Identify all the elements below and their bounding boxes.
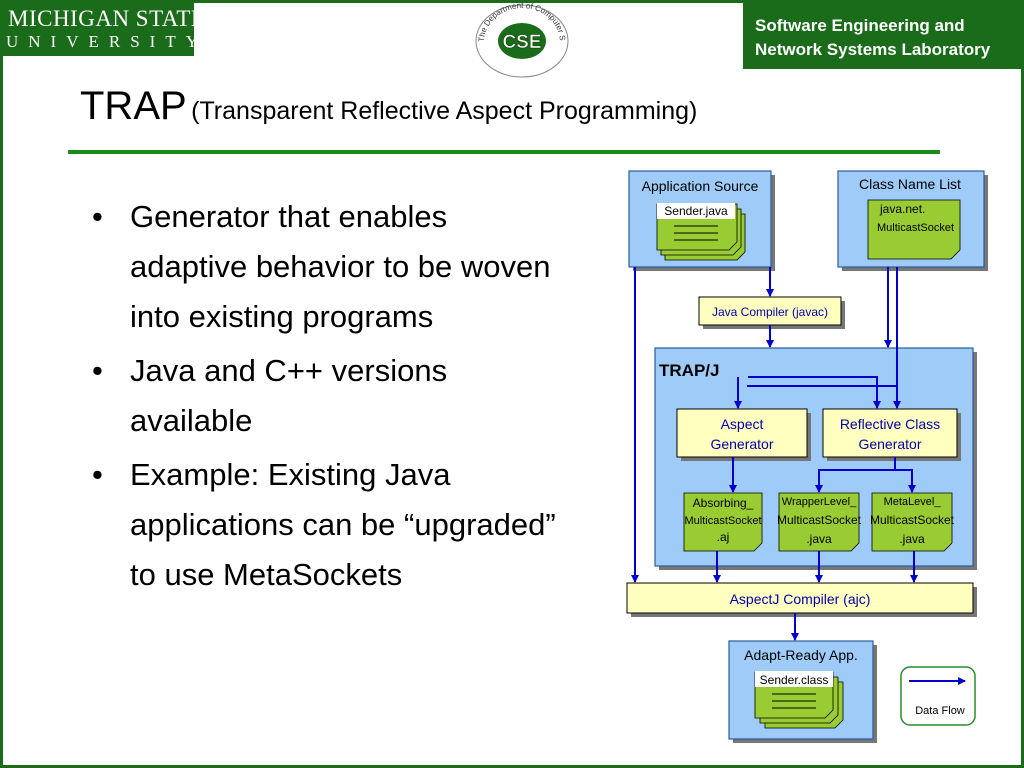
title-rule [68, 150, 940, 154]
lab-banner-line2: Network Systems Laboratory [755, 40, 991, 59]
data-flow-arrows [631, 267, 918, 641]
slide-title: TRAP (Transparent Reflective Aspect Prog… [80, 84, 697, 129]
sender-java-label: Sender.java [664, 204, 728, 218]
class-list-line1: java.net. [879, 202, 925, 216]
absorbing-file: Absorbing_ MulticastSocket .aj [683, 492, 763, 552]
metalevel-file: MetaLevel_ MulticastSocket .java [870, 492, 955, 552]
class-list-file: java.net. MulticastSocket [867, 199, 961, 260]
reflective-generator-line2: Generator [858, 436, 921, 452]
bullet-item: Java and C++ versions available [88, 346, 558, 446]
sender-class-label: Sender.class [760, 673, 829, 687]
aspect-generator-box [676, 408, 808, 458]
adapt-ready-title: Adapt-Ready App. [744, 647, 858, 663]
app-source-title: Application Source [642, 178, 759, 194]
wrapper-file: WrapperLevel_ MulticastSocket .java [777, 492, 862, 552]
aspect-generator-line1: Aspect [721, 416, 764, 432]
title-main: TRAP [80, 84, 187, 128]
bullet-list: Generator that enables adaptive behavior… [88, 192, 558, 604]
reflective-generator-line1: Reflective Class [840, 416, 940, 432]
ajc-label: AspectJ Compiler (ajc) [730, 591, 871, 607]
msu-logo: MICHIGAN STATE UNIVERSITY [0, 0, 205, 56]
absorbing-line3: .aj [717, 530, 730, 544]
seal-center-text: CSE [502, 32, 541, 53]
cse-seal: The Department of Computer Science and E… [470, 2, 569, 78]
legend-label: Data Flow [915, 705, 965, 717]
lab-banner-line1: Software Engineering and [755, 16, 965, 35]
ajc-box [626, 582, 974, 614]
bullet-item: Example: Existing Java applications can … [88, 450, 558, 600]
wrapper-line2: MulticastSocket [777, 513, 862, 527]
aspect-generator-line2: Generator [710, 436, 773, 452]
metalevel-line1: MetaLevel_ [884, 496, 942, 508]
title-sub: (Transparent Reflective Aspect Programmi… [191, 97, 698, 125]
wrapper-line3: .java [806, 532, 832, 546]
sender-java-file: Sender.java [656, 203, 746, 261]
javac-label: Java Compiler (javac) [712, 305, 828, 319]
sender-class-file: Sender.class [754, 671, 844, 729]
metalevel-line2: MulticastSocket [870, 513, 955, 527]
wrapper-line1: WrapperLevel_ [782, 496, 857, 508]
msu-logo-line2: UNIVERSITY [6, 32, 208, 51]
class-list-title: Class Name List [859, 176, 961, 192]
reflective-generator-box [822, 408, 958, 458]
bullet-item: Generator that enables adaptive behavior… [88, 192, 558, 342]
absorbing-line1: Absorbing_ [693, 496, 754, 510]
lab-banner: Software Engineering and Network Systems… [743, 3, 1021, 69]
trapj-label: TRAP/J [659, 361, 719, 380]
class-list-line2: MulticastSocket [877, 222, 954, 234]
metalevel-line3: .java [899, 532, 925, 546]
msu-logo-line1: MICHIGAN STATE [8, 6, 206, 31]
absorbing-line2: MulticastSocket [684, 515, 761, 527]
